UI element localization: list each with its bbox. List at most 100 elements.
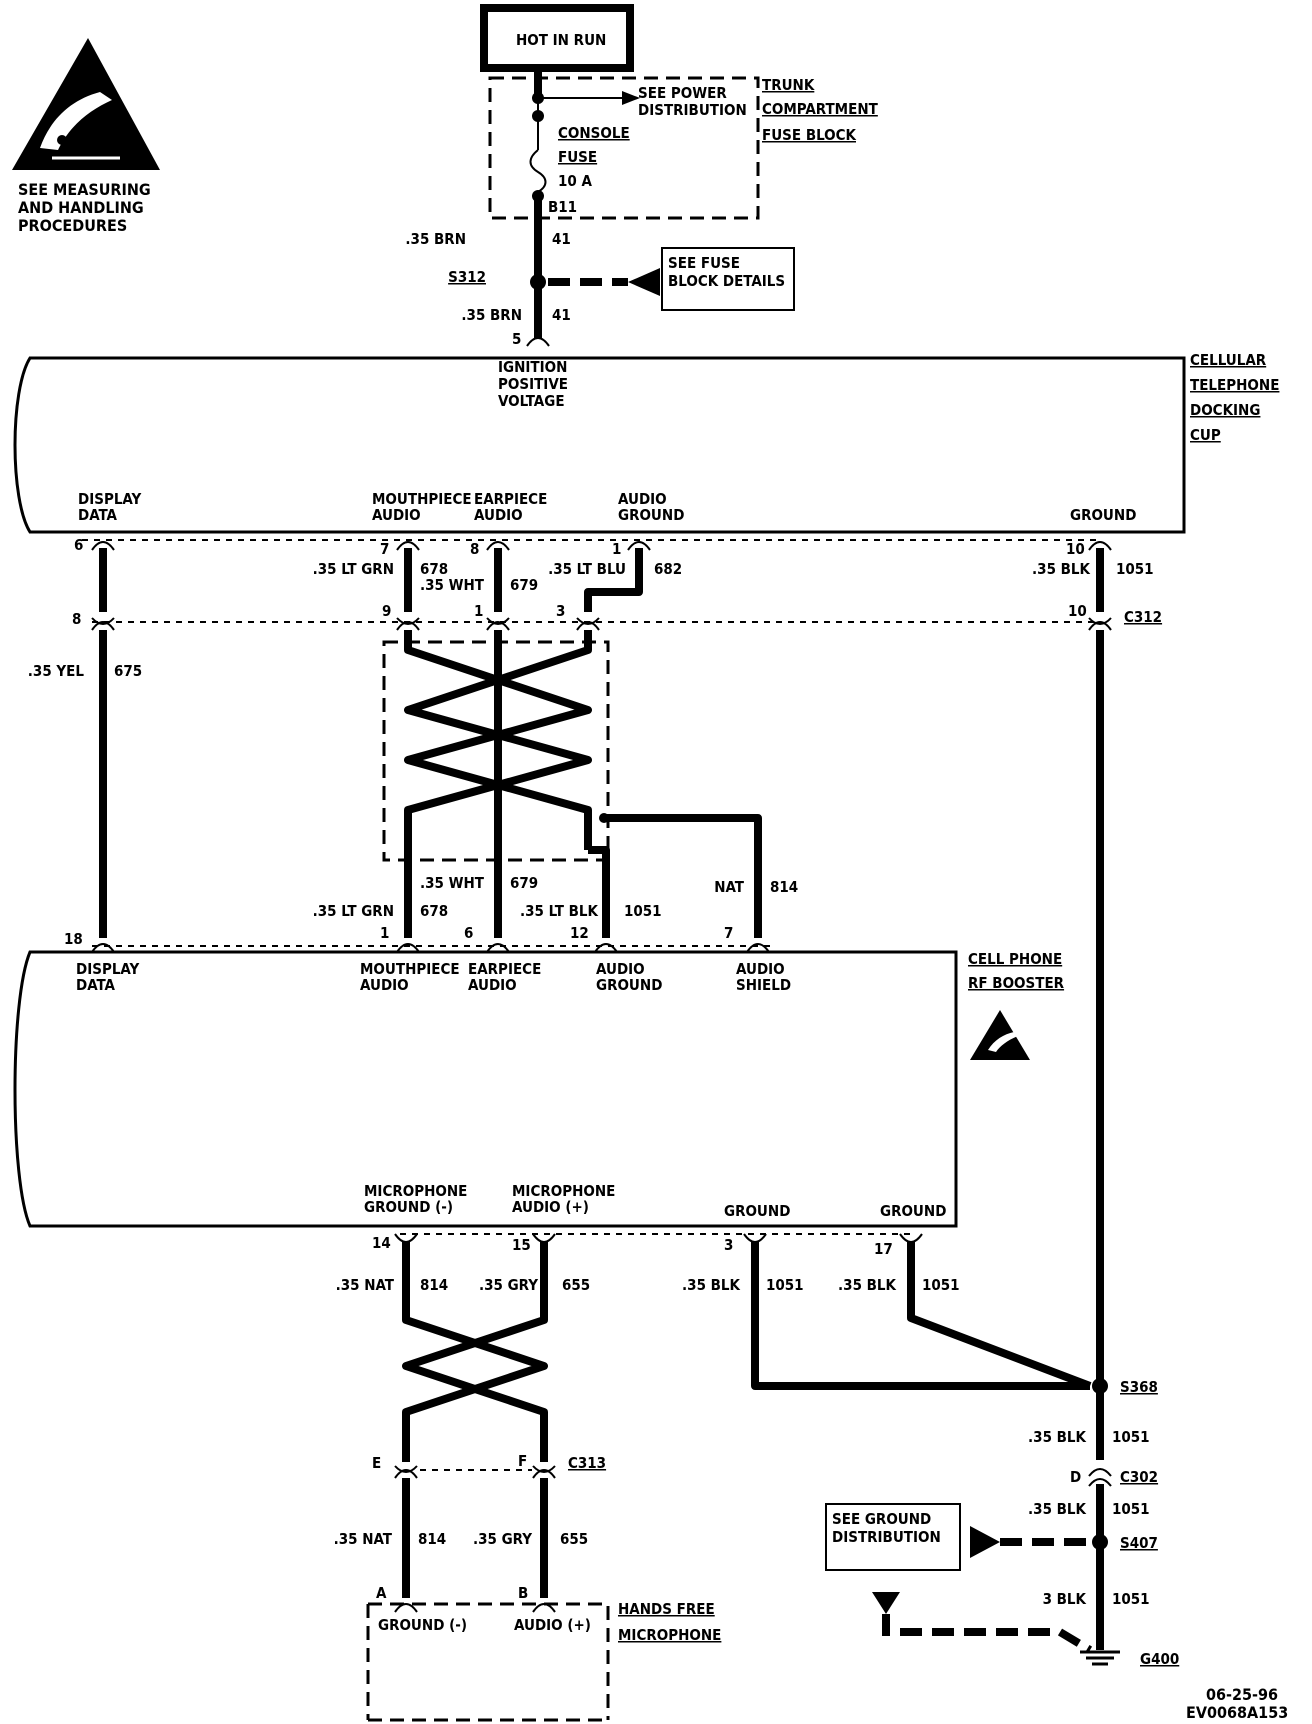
wire-41-upper-label: .35 BRN bbox=[405, 230, 466, 248]
booster-shield-label-1: AUDIO bbox=[736, 960, 785, 978]
booster-pin-17: 17 bbox=[874, 1240, 893, 1258]
see-fuse-line-1: SEE FUSE bbox=[668, 254, 740, 272]
microphone-name-1: HANDS FREE bbox=[618, 1600, 715, 1618]
booster-name-2: RF BOOSTER bbox=[968, 974, 1065, 992]
gnd-wire1-label: .35 BLK bbox=[1028, 1428, 1086, 1446]
hot-in-run-box bbox=[480, 4, 634, 72]
booster-shield-label-2: SHIELD bbox=[736, 976, 791, 994]
booster-gnd17-label: GROUND bbox=[880, 1202, 946, 1220]
fuse-block-line-2: COMPARTMENT bbox=[762, 100, 879, 118]
booster-pin-1: 1 bbox=[380, 924, 389, 942]
lower-wire-agnd-label: .35 LT BLK bbox=[520, 902, 599, 920]
upper-wire-mouth-label: .35 LT GRN bbox=[313, 560, 394, 578]
booster-pin-14: 14 bbox=[372, 1234, 391, 1252]
c312-pin-1: 1 bbox=[474, 602, 483, 620]
see-power-line-2: DISTRIBUTION bbox=[638, 101, 747, 119]
wire-41-lower-label: .35 BRN bbox=[461, 306, 522, 324]
see-ground-line-1: SEE GROUND bbox=[832, 1510, 931, 1528]
ignition-line-2: POSITIVE bbox=[498, 375, 568, 393]
fuse-sub: FUSE bbox=[558, 148, 597, 166]
mic-wire-655-label: .35 GRY bbox=[473, 1530, 532, 1548]
ignition-line-1: IGNITION bbox=[498, 358, 567, 376]
dock-agnd-label-1: AUDIO bbox=[618, 490, 667, 508]
booster-wire-gnd3-circuit: 1051 bbox=[766, 1276, 804, 1294]
see-ground-box bbox=[825, 1503, 961, 1571]
dock-mouth-label-1: MOUTHPIECE bbox=[372, 490, 472, 508]
booster-mouth-label-2: AUDIO bbox=[360, 976, 409, 994]
c313-pin-f: F bbox=[518, 1452, 527, 1470]
booster-gnd3-label: GROUND bbox=[724, 1202, 790, 1220]
mic-pin-b: B bbox=[518, 1584, 528, 1602]
booster-wire-gnd3-label: .35 BLK bbox=[682, 1276, 740, 1294]
gnd-wire3-circuit: 1051 bbox=[1112, 1590, 1150, 1608]
booster-wire-814-label: .35 NAT bbox=[336, 1276, 395, 1294]
lower-wire-ear-circuit: 679 bbox=[510, 874, 538, 892]
booster-pin-15: 15 bbox=[512, 1236, 531, 1254]
esd-caption-line-2: AND HANDLING bbox=[18, 198, 144, 217]
footer-code: EV0068A153 bbox=[1186, 1703, 1288, 1722]
see-fuse-line-2: BLOCK DETAILS bbox=[668, 272, 785, 290]
booster-micgnd-label-2: GROUND (-) bbox=[364, 1198, 453, 1216]
arrow-left-icon bbox=[628, 268, 660, 296]
mic-pin-a: A bbox=[376, 1584, 387, 1602]
arrow-right-ground-icon bbox=[970, 1526, 1000, 1558]
fuse-terminal: B11 bbox=[548, 198, 577, 216]
booster-mouth-label-1: MOUTHPIECE bbox=[360, 960, 460, 978]
upper-wire-ear-label: .35 WHT bbox=[420, 576, 485, 594]
display-wire-label: .35 YEL bbox=[28, 662, 85, 680]
fuse-icon bbox=[529, 149, 547, 193]
mic-gnd-label: GROUND (-) bbox=[378, 1616, 467, 1634]
splice-s312-label: S312 bbox=[448, 268, 486, 286]
booster-micgnd-label-1: MICROPHONE bbox=[364, 1182, 467, 1200]
fuse-block-line-3: FUSE BLOCK bbox=[762, 126, 857, 144]
dock-ear-label-2: AUDIO bbox=[474, 506, 523, 524]
c313-pin-e: E bbox=[372, 1454, 381, 1472]
antenna-icon bbox=[872, 1592, 900, 1614]
mic-wire-655-circuit: 655 bbox=[560, 1530, 588, 1548]
lower-wire-agnd-circuit: 1051 bbox=[624, 902, 662, 920]
docking-cup-outline bbox=[13, 356, 1186, 534]
lower-wire-mouth-label: .35 LT GRN bbox=[313, 902, 394, 920]
booster-display-label-2: DATA bbox=[76, 976, 116, 994]
dock-mouth-label-2: AUDIO bbox=[372, 506, 421, 524]
mic-aud-label: AUDIO (+) bbox=[514, 1616, 591, 1634]
wire-41-lower-circuit: 41 bbox=[552, 306, 571, 324]
splice-s368-label: S368 bbox=[1120, 1378, 1158, 1396]
c312-label: C312 bbox=[1124, 608, 1162, 626]
booster-name-1: CELL PHONE bbox=[968, 950, 1062, 968]
upper-wire-agnd-label: .35 LT BLU bbox=[548, 560, 626, 578]
c312-pin-9: 9 bbox=[382, 602, 391, 620]
c312-pin-8: 8 bbox=[72, 610, 81, 628]
upper-wire-mouth-circuit: 678 bbox=[420, 560, 448, 578]
gnd-wire2-label: .35 BLK bbox=[1028, 1500, 1086, 1518]
gnd-wire1-circuit: 1051 bbox=[1112, 1428, 1150, 1446]
booster-wire-814-circuit: 814 bbox=[420, 1276, 448, 1294]
mic-wire-814-label: .35 NAT bbox=[334, 1530, 393, 1548]
dock-pin-10: 10 bbox=[1066, 540, 1085, 558]
booster-wire-655-circuit: 655 bbox=[562, 1276, 590, 1294]
docking-cup-name-2: TELEPHONE bbox=[1190, 376, 1279, 394]
display-wire-circuit: 675 bbox=[114, 662, 142, 680]
ignition-line-3: VOLTAGE bbox=[498, 392, 565, 410]
c313-label: C313 bbox=[568, 1454, 606, 1472]
arrow-right-icon bbox=[622, 91, 640, 105]
footer-date: 06-25-96 bbox=[1206, 1685, 1278, 1704]
see-power-line-1: SEE POWER bbox=[638, 84, 727, 102]
gnd-wire2-circuit: 1051 bbox=[1112, 1500, 1150, 1518]
splice-s407-label: S407 bbox=[1120, 1534, 1158, 1552]
docking-cup-name-1: CELLULAR bbox=[1190, 351, 1267, 369]
see-ground-line-2: DISTRIBUTION bbox=[832, 1528, 941, 1546]
hot-in-run-label: HOT IN RUN bbox=[516, 31, 606, 49]
upper-wire-gnd-circuit: 1051 bbox=[1116, 560, 1154, 578]
lower-wire-ear-label: .35 WHT bbox=[420, 874, 485, 892]
microphone-name-2: MICROPHONE bbox=[618, 1626, 721, 1644]
esd-small-icon bbox=[970, 1010, 1030, 1060]
docking-cup-name-4: CUP bbox=[1190, 426, 1221, 444]
docking-cup-name-3: DOCKING bbox=[1190, 401, 1260, 419]
lower-wire-mouth-circuit: 678 bbox=[420, 902, 448, 920]
booster-wire-gnd17-circuit: 1051 bbox=[922, 1276, 960, 1294]
dock-pin-6: 6 bbox=[74, 536, 83, 554]
dock-pin-7: 7 bbox=[380, 540, 389, 558]
booster-wire-gnd17-label: .35 BLK bbox=[838, 1276, 896, 1294]
